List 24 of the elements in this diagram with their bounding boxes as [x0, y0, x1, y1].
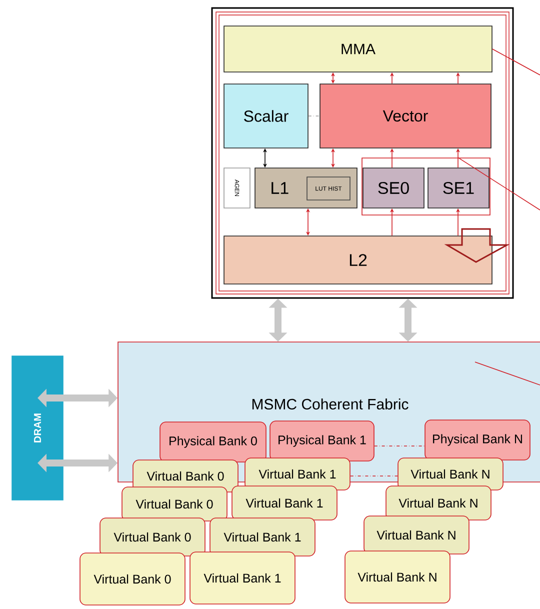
bank-box: Virtual Bank N: [344, 550, 450, 604]
block-box: L2: [224, 236, 492, 284]
bank-box: Virtual Bank 0: [122, 486, 228, 522]
memory-box: DRAM: [12, 356, 64, 500]
bank-box: Virtual Bank 1: [232, 486, 338, 520]
bank-box: Physical Bank N: [424, 420, 530, 460]
bank-box: Virtual Bank 1: [190, 552, 296, 604]
block-box: SE1: [428, 168, 490, 208]
leader-line: [474, 362, 540, 386]
block-box: SE0: [362, 168, 424, 208]
highlight-box: [362, 158, 490, 216]
leader-line: [458, 157, 540, 210]
bank-box: Virtual Bank 0: [100, 518, 206, 556]
core-box: [211, 7, 514, 299]
block-box: Vector: [320, 84, 492, 148]
bank-box: Virtual Bank 1: [210, 518, 316, 556]
bank-box: Virtual Bank N: [364, 516, 470, 554]
block-box: MMA: [224, 26, 492, 72]
bank-box: Virtual Bank N: [386, 486, 492, 520]
leader-line: [492, 48, 540, 76]
bank-box: Physical Bank 0: [160, 422, 266, 462]
bank-box: Physical Bank 1: [270, 420, 374, 462]
block-box: Scalar: [224, 84, 308, 148]
bank-box: Virtual Bank 0: [80, 552, 186, 606]
